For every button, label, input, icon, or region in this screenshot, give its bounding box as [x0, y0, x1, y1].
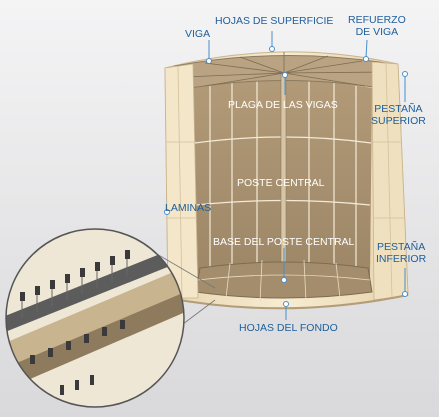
label-refuerzo-line2: DE VIGA — [355, 26, 399, 38]
label-hojas-superficie: HOJAS DE SUPERFICIE — [215, 15, 334, 27]
label-viga: VIGA — [185, 28, 211, 40]
wall-left-staves — [164, 63, 199, 299]
label-base-poste: BASE DEL POSTE CENTRAL — [213, 236, 355, 248]
label-pestana-inferior: PESTAÑA INFERIOR — [376, 241, 426, 265]
label-refuerzo-line1: REFUERZO — [348, 14, 406, 26]
label-laminas: LAMINAS — [165, 202, 212, 214]
label-pestana-inf-line2: INFERIOR — [376, 253, 427, 265]
label-hojas-fondo: HOJAS DEL FONDO — [239, 322, 338, 334]
label-poste-central: POSTE CENTRAL — [237, 177, 325, 189]
label-pestana-superior: PESTAÑA SUPERIOR — [371, 103, 426, 127]
roof-beams — [182, 52, 387, 87]
label-pestana-sup-line2: SUPERIOR — [371, 115, 426, 127]
label-pestana-sup-line1: PESTAÑA — [374, 103, 423, 115]
label-pestana-inf-line1: PESTAÑA — [376, 241, 426, 253]
label-plaga-vigas: PLAGA DE LAS VIGAS — [228, 99, 338, 111]
label-refuerzo-viga: REFUERZO DE VIGA — [348, 14, 406, 38]
detail-magnifier — [5, 228, 185, 408]
